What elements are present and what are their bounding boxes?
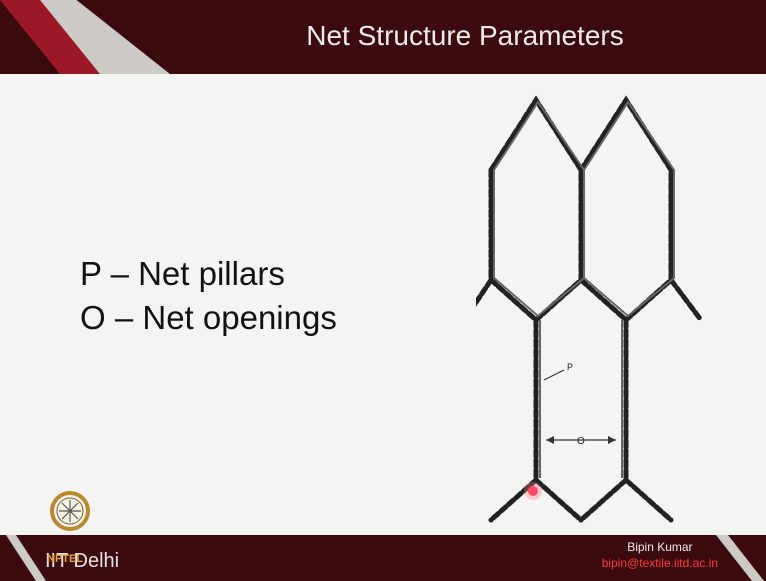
slide-title: Net Structure Parameters [306, 20, 624, 51]
nptel-mark: NPTEL [47, 553, 84, 565]
net-structure-figure: P O [476, 95, 704, 523]
author-info: Bipin Kumar bipin@textile.iitd.ac.in [602, 539, 718, 571]
author-name: Bipin Kumar [627, 540, 693, 554]
bullet-list: P – Net pillars O – Net openings [80, 252, 337, 340]
institute-name: IIT Delhi [45, 550, 120, 572]
bullet-net-openings: O – Net openings [80, 299, 337, 336]
bullet-net-pillars: P – Net pillars [80, 255, 285, 292]
footer-accent-right [716, 535, 764, 581]
author-email[interactable]: bipin@textile.iitd.ac.in [601, 556, 718, 570]
figure-label-o: O [577, 436, 585, 447]
title-bar: Net Structure Parameters [0, 0, 766, 74]
footer-accent-left [6, 535, 46, 581]
nptel-logo-icon [50, 491, 90, 531]
cursor-pointer-icon [528, 486, 538, 496]
figure-label-p: P [567, 362, 573, 372]
footer-bar: IIT Delhi NPTEL Bipin Kumar bipin@textil… [0, 535, 766, 581]
